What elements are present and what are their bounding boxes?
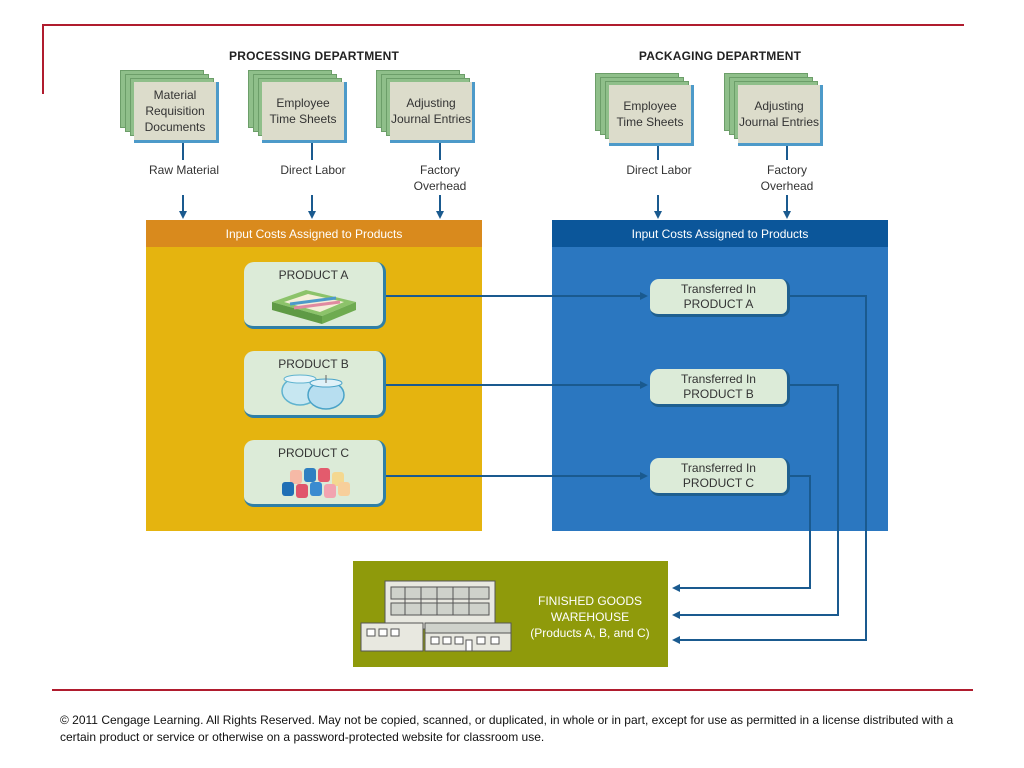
doc-stack-packaging-employee-time-sheets: Employee Time Sheets [595,73,694,146]
warehouse-building-icon [360,580,512,652]
candle-jar-icon [281,374,345,410]
arrow-product-a-warehouse [672,295,867,644]
doc-stack-adjusting-journal-entries: Adjusting Journal Entries [376,70,475,143]
doc-stack-packaging-adjusting-journal-entries: Adjusting Journal Entries [724,73,823,146]
product-b-card: PRODUCT B [244,351,386,418]
doc-stack-employee-time-sheets: Employee Time Sheets [248,70,347,143]
transferred-a-line2: PRODUCT A [683,296,754,311]
arrow-product-b-warehouse [672,384,839,619]
warehouse-line3: (Products A, B, and C) [530,626,650,640]
packaging-department-title: PACKAGING DEPARTMENT [638,49,802,63]
product-a-label: PRODUCT A [278,268,349,282]
transferred-c-line1: Transferred In [681,460,756,475]
label-factory-overhead: Factory Overhead [413,163,467,193]
label-raw-material: Raw Material [148,163,220,177]
processing-panel-header: Input Costs Assigned to Products [146,220,482,247]
transferred-c-line2: PRODUCT C [682,475,755,490]
top-rule [42,24,964,26]
product-b-label: PRODUCT B [278,357,349,371]
warehouse-line1: FINISHED GOODS [537,594,642,608]
product-a-card: PRODUCT A [244,262,386,329]
doc-label: Employee Time Sheets [262,82,347,143]
warehouse-label: FINISHED GOODS WAREHOUSE (Products A, B,… [520,593,660,641]
finished-goods-warehouse-box [353,561,668,667]
doc-label: Adjusting Journal Entries [390,82,475,143]
transferred-b-line2: PRODUCT B [683,386,754,401]
bottom-rule [52,689,973,691]
product-c-card: PRODUCT C [244,440,386,507]
left-rule [42,24,44,94]
doc-stack-material-requisition: Material Requisition Documents [120,70,219,143]
label-direct-labor: Direct Labor [280,163,346,177]
processing-department-title: PROCESSING DEPARTMENT [229,49,399,63]
doc-label: Employee Time Sheets [609,85,694,146]
warehouse-line2: WAREHOUSE [550,610,630,624]
transferred-a-line1: Transferred In [681,281,756,296]
copyright-notice: © 2011 Cengage Learning. All Rights Rese… [60,713,954,744]
tray-icon [272,290,356,324]
doc-label: Adjusting Journal Entries [738,85,823,146]
label-packaging-factory-overhead: Factory Overhead [760,163,814,193]
arrow-product-c-warehouse [672,475,811,592]
packaging-panel-header: Input Costs Assigned to Products [552,220,888,247]
product-c-label: PRODUCT C [277,446,350,460]
candles-icon [282,468,350,498]
doc-label: Material Requisition Documents [134,82,219,143]
label-packaging-direct-labor: Direct Labor [626,163,692,177]
transferred-b-line1: Transferred In [681,371,756,386]
